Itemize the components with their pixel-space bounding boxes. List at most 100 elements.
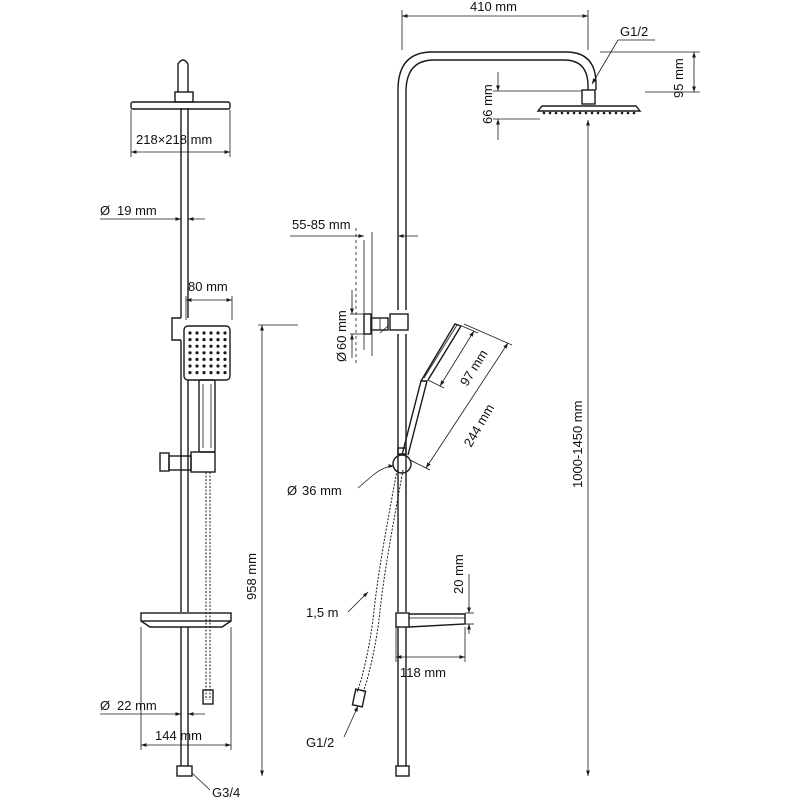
label-head-thread: G1/2: [620, 24, 648, 39]
dimension-shelf-depth: 118 mm: [395, 627, 466, 680]
annotation-hose-thread: G1/2: [306, 705, 359, 750]
label-height-range: 1000-1450 mm: [570, 401, 585, 488]
front-rain-shower-head: [130, 59, 231, 110]
label-bracket-dia: 60 mm: [334, 310, 349, 350]
front-wall-bracket: [171, 317, 181, 341]
side-nozzle-dot: [590, 111, 594, 115]
label-drop-66: 66 mm: [480, 84, 495, 124]
front-view: 218×218 mm Ø 19 mm 80 mm: [100, 59, 298, 800]
dimension-bracket-dia: 60 mm Ø: [334, 290, 364, 362]
nozzle-dot: [202, 338, 206, 342]
side-hand-shower: [401, 323, 463, 456]
nozzle-dot: [209, 357, 213, 361]
nozzle-dot: [223, 338, 227, 342]
nozzle-dot: [209, 344, 213, 348]
side-nozzle-dot: [560, 111, 564, 115]
label-shelf-width: 144 mm: [155, 728, 202, 743]
annotation-inlet-thread: G3/4: [191, 772, 240, 800]
side-diverter: Ø 36 mm: [287, 447, 412, 498]
nozzle-dot: [216, 364, 220, 368]
nozzle-dot: [209, 371, 213, 375]
side-nozzle-dot: [602, 111, 606, 115]
nozzle-dot: [202, 351, 206, 355]
nozzle-dot: [216, 351, 220, 355]
side-nozzle-dot: [620, 111, 624, 115]
side-rain-shower-head: [536, 89, 642, 115]
label-diverter-dia: 36 mm: [302, 483, 342, 498]
front-hose: [202, 472, 214, 705]
nozzle-dot: [202, 364, 206, 368]
side-nozzle-dot: [578, 111, 582, 115]
nozzle-dot: [223, 364, 227, 368]
dimension-drop-66: 66 mm: [480, 72, 582, 140]
dimension-height-range: 1000-1450 mm: [570, 120, 590, 776]
diameter-symbol: Ø: [100, 698, 110, 713]
side-head-nozzles: [542, 111, 636, 115]
nozzle-dot: [195, 338, 199, 342]
side-nozzle-dot: [548, 111, 552, 115]
nozzle-dot: [223, 371, 227, 375]
side-nozzle-dot: [614, 111, 618, 115]
nozzle-dot: [195, 351, 199, 355]
nozzle-dot: [209, 338, 213, 342]
nozzle-dot: [216, 338, 220, 342]
nozzle-dot: [195, 344, 199, 348]
nozzle-dot: [216, 344, 220, 348]
nozzle-dot: [223, 331, 227, 335]
nozzle-dot: [202, 371, 206, 375]
diameter-symbol: Ø: [334, 352, 349, 362]
label-shelf-thickness: 20 mm: [451, 554, 466, 594]
front-soap-shelf: [140, 612, 232, 628]
label-head-width: 218×218 mm: [136, 132, 212, 147]
nozzle-dot: [209, 351, 213, 355]
label-inlet-thread: G3/4: [212, 785, 240, 800]
nozzle-dot: [195, 371, 199, 375]
nozzle-dot: [202, 357, 206, 361]
side-nozzle-dot: [566, 111, 570, 115]
nozzle-dot: [223, 351, 227, 355]
nozzle-dot: [216, 371, 220, 375]
side-nozzle-dot: [584, 111, 588, 115]
dimension-handshower-length: 244 mm: [409, 323, 513, 471]
label-drop-95: 95 mm: [671, 58, 686, 98]
nozzle-dot: [188, 364, 192, 368]
front-middle-riser: [180, 340, 189, 612]
nozzle-dot: [188, 331, 192, 335]
nozzle-dot: [195, 357, 199, 361]
label-arm-length: 410 mm: [470, 0, 517, 14]
side-riser-and-arm: [397, 51, 597, 310]
side-nozzle-dot: [626, 111, 630, 115]
label-handle-width: 80 mm: [188, 279, 228, 294]
side-nozzle-dot: [632, 111, 636, 115]
label-rail-height: 958 mm: [244, 553, 259, 600]
dimension-handle-width: 80 mm: [185, 279, 233, 320]
nozzle-dot: [188, 371, 192, 375]
side-lower-riser: [395, 334, 410, 777]
label-hose-thread: G1/2: [306, 735, 334, 750]
dimension-head-width: 218×218 mm: [130, 110, 231, 157]
dimension-pipe-dia-bottom: Ø 22 mm: [100, 698, 205, 716]
front-hand-shower: [183, 325, 231, 453]
label-handshower-head: 97 mm: [457, 347, 491, 389]
nozzle-dot: [209, 364, 213, 368]
dimension-shelf-width: 144 mm: [140, 627, 232, 750]
side-hose: [351, 469, 404, 708]
label-pipe-dia-top: 19 mm: [117, 203, 157, 218]
nozzle-dot: [188, 344, 192, 348]
side-nozzle-dot: [608, 111, 612, 115]
side-wall-bracket: [355, 228, 409, 366]
nozzle-dot: [216, 331, 220, 335]
side-nozzle-dot: [572, 111, 576, 115]
front-lower-pipe: [176, 627, 193, 777]
side-nozzle-dot: [596, 111, 600, 115]
side-nozzle-dot: [542, 111, 546, 115]
dimension-pipe-dia-top: Ø 19 mm: [100, 203, 205, 221]
front-upper-riser: [180, 108, 189, 318]
annotation-head-thread: G1/2: [591, 24, 655, 85]
side-nozzle-dot: [554, 111, 558, 115]
nozzle-dot: [188, 351, 192, 355]
diameter-symbol: Ø: [287, 483, 297, 498]
dimension-wall-offset: 55-85 mm: [290, 217, 418, 238]
nozzle-dot: [202, 331, 206, 335]
